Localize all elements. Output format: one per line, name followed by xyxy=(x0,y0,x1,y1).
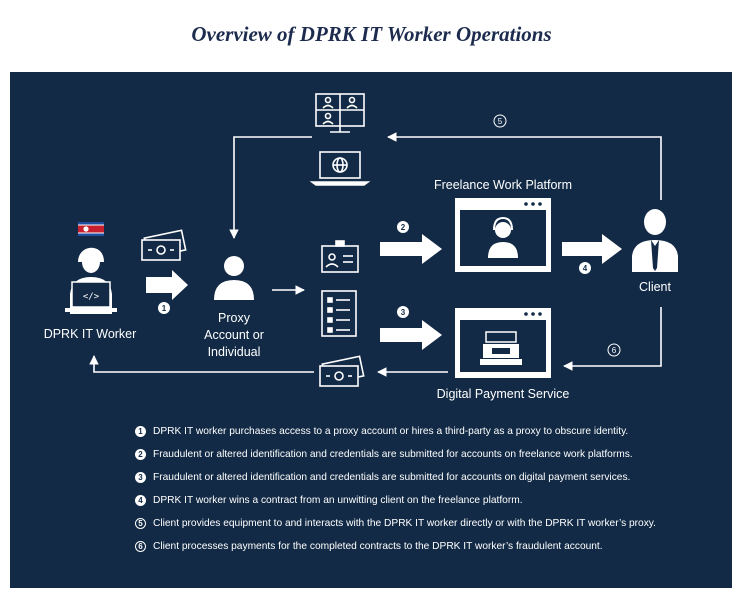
legend-item: 4 DPRK IT worker wins a contract from an … xyxy=(135,489,725,512)
laptop-globe-icon xyxy=(309,151,371,186)
money-icon xyxy=(319,355,365,387)
proxy-label: Proxy Account or Individual xyxy=(204,311,264,359)
arrow-step-3 xyxy=(380,320,442,350)
legend-number: 6 xyxy=(135,541,146,552)
svg-text:4: 4 xyxy=(583,264,588,273)
step-1-badge: 1 xyxy=(158,302,170,314)
legend-list: 1 DPRK IT worker purchases access to a pr… xyxy=(135,420,725,558)
dprk-flag-icon xyxy=(78,222,104,236)
legend-number: 5 xyxy=(135,518,146,529)
freelance-platform-window xyxy=(455,198,551,272)
svg-text:1: 1 xyxy=(162,304,167,313)
step-2-badge: 2 xyxy=(397,221,409,233)
legend-item: 1 DPRK IT worker purchases access to a pr… xyxy=(135,420,725,443)
video-call-monitor-icon xyxy=(315,93,365,133)
legend-item: 3 Fraudulent or altered identification an… xyxy=(135,466,725,489)
svg-text:5: 5 xyxy=(498,117,503,126)
legend-number: 1 xyxy=(135,426,146,437)
legend-item: 5 Client provides equipment to and intera… xyxy=(135,512,725,535)
svg-text:2: 2 xyxy=(401,223,406,232)
client-label: Client xyxy=(639,280,671,294)
proxy-person-icon xyxy=(214,256,254,300)
legend-number: 3 xyxy=(135,472,146,483)
arrow-step-2 xyxy=(380,234,442,264)
step-4-badge: 4 xyxy=(579,262,591,274)
id-card-icon xyxy=(321,240,359,273)
money-icon xyxy=(141,229,187,261)
page-title: Overview of DPRK IT Worker Operations xyxy=(191,22,552,46)
payment-service-label: Digital Payment Service xyxy=(436,387,570,401)
legend-text: DPRK IT worker purchases access to a pro… xyxy=(153,426,629,437)
freelance-platform-label: Freelance Work Platform xyxy=(433,178,572,192)
svg-text:6: 6 xyxy=(612,346,617,355)
legend-text: Fraudulent or altered identification and… xyxy=(153,472,631,483)
legend-text: DPRK IT worker wins a contract from an u… xyxy=(153,495,523,506)
payment-service-window xyxy=(455,308,551,378)
arrow-step-4 xyxy=(562,234,622,264)
step-5-badge: 5 xyxy=(493,114,507,128)
legend-item: 6 Client processes payments for the compl… xyxy=(135,535,725,558)
checklist-document-icon xyxy=(321,290,357,337)
worker-label: DPRK IT Worker xyxy=(43,327,137,341)
diagram-panel: </> xyxy=(10,72,732,588)
legend-item: 2 Fraudulent or altered identification an… xyxy=(135,443,725,466)
svg-text:3: 3 xyxy=(401,308,406,317)
step-3-badge: 3 xyxy=(397,306,409,318)
worker-laptop-icon: </> xyxy=(65,247,117,314)
step-6-badge: 6 xyxy=(607,343,621,357)
client-person-icon xyxy=(632,209,678,272)
legend-text: Fraudulent or altered identification and… xyxy=(153,449,633,460)
svg-text:</>: </> xyxy=(83,292,100,302)
legend-text: Client provides equipment to and interac… xyxy=(153,518,656,529)
legend-number: 2 xyxy=(135,449,146,460)
legend-text: Client processes payments for the comple… xyxy=(153,541,603,552)
diagram-canvas: </> xyxy=(65,93,678,387)
arrow-worker-to-proxy xyxy=(146,270,188,300)
legend-number: 4 xyxy=(135,495,146,506)
